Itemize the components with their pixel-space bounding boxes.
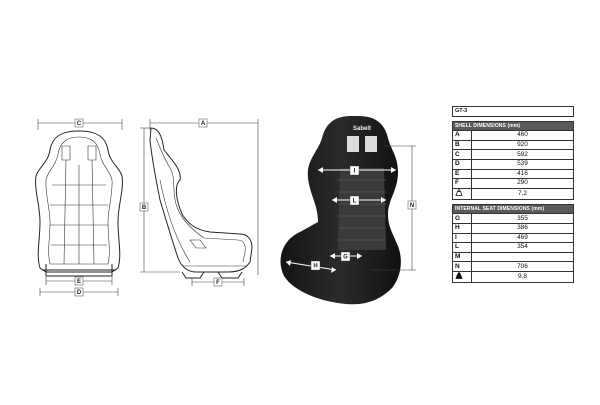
weight-icon (455, 272, 463, 279)
photo-label-n: N (410, 203, 414, 209)
front-view-drawing: C E D (35, 118, 123, 297)
table-row: M (452, 251, 574, 263)
dim-label-a: A (201, 121, 206, 127)
dim-label-c: C (77, 121, 82, 127)
internal-header: INTERNAL SEAT DIMENSIONS (mm) (452, 203, 574, 215)
model-row: GT-3 (452, 106, 574, 117)
side-view-drawing: A B F (139, 118, 259, 287)
photo-label-i: I (354, 169, 356, 175)
table-row: 7,2 (452, 187, 574, 200)
model-name: GT-3 (452, 106, 574, 117)
photo-label-g: G (343, 255, 348, 261)
shell-header-row: SHELL DIMENSIONS (mm) (452, 120, 574, 132)
photo-label-h: H (313, 264, 317, 270)
internal-header-row: INTERNAL SEAT DIMENSIONS (mm) (452, 203, 574, 215)
brand-logo-text: Sabelt (353, 126, 371, 132)
dim-label-f: F (216, 280, 220, 286)
shell-header: SHELL DIMENSIONS (mm) (452, 120, 574, 132)
weight-icon (455, 189, 463, 196)
photo-label-l: L (353, 199, 357, 205)
dim-label-b: B (142, 205, 147, 211)
dim-label-e: E (77, 279, 81, 285)
table-row: 9,8 (452, 270, 574, 283)
seat-render: Sabelt I L H G N (280, 116, 417, 305)
dim-label-d: D (77, 290, 82, 296)
